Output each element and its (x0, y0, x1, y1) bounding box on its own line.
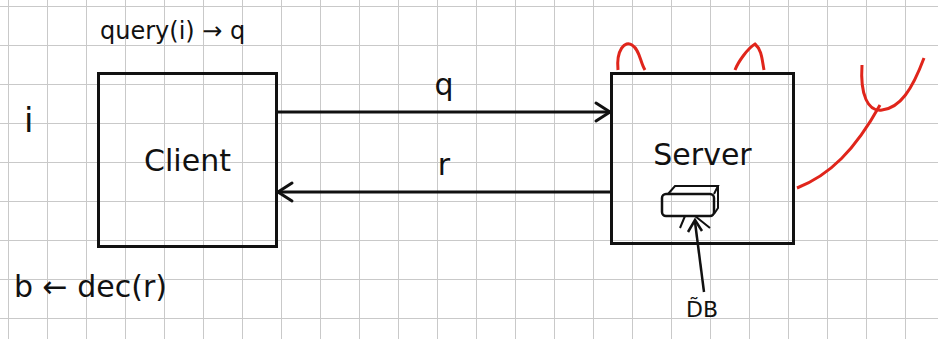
note-label: query(i) → q (100, 18, 245, 44)
pitchfork-handle (797, 105, 880, 188)
note-label: b ← dec(r) (14, 270, 167, 303)
note-label: D̃B (686, 298, 718, 322)
edge-label: r (438, 148, 450, 181)
leader-arrow (695, 222, 704, 292)
message-arrow (278, 183, 610, 201)
note-label: i (24, 102, 33, 139)
edge-label: q (434, 68, 453, 101)
process-box: Client (97, 72, 278, 248)
message-arrow (278, 103, 610, 121)
box-label: Client (144, 143, 231, 178)
process-box: Server (610, 72, 795, 245)
devil-horn (618, 44, 645, 70)
pitchfork-head (862, 58, 924, 110)
box-label: Server (653, 137, 751, 172)
database-icon-top (668, 186, 718, 214)
database-icon (662, 194, 714, 216)
devil-horn (735, 44, 764, 70)
leader-arrowhead (688, 220, 702, 232)
